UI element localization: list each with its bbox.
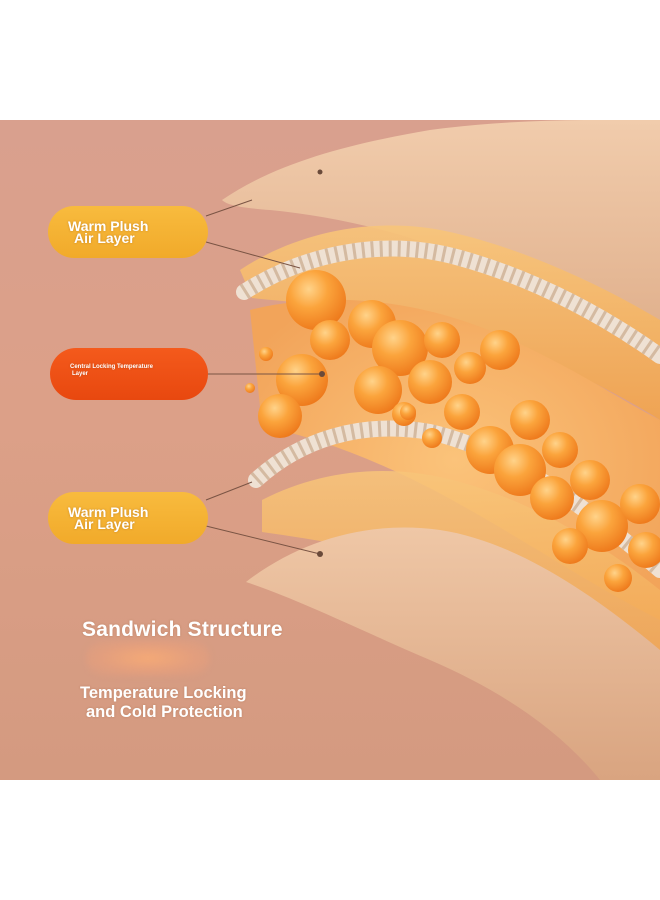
label-line-1: Warm Plush: [68, 504, 149, 520]
subheadline-line-1: Temperature Locking: [80, 684, 247, 702]
subheadline: Temperature Locking and Cold Protection: [80, 684, 247, 722]
heat-beads: [245, 270, 660, 592]
headline: Sandwich Structure: [82, 618, 283, 641]
subheadline-line-2: and Cold Protection: [86, 703, 243, 721]
label-line-2: Air Layer: [74, 516, 135, 532]
label-line-2: Air Layer: [74, 230, 135, 246]
label-line-1: Central Locking Temperature: [70, 364, 153, 370]
label-warm-plush-air-layer-bottom: Warm Plush Air Layer: [48, 492, 208, 544]
product-banner: Warm Plush Air Layer Central Locking Tem…: [0, 120, 660, 780]
label-central-locking-temperature-layer: Central Locking Temperature Layer: [50, 348, 208, 400]
label-line-1: Warm Plush: [68, 218, 149, 234]
sandwich-structure-illustration: [205, 120, 660, 780]
lower-fabric-layer: [246, 527, 660, 780]
label-line-2: Layer: [72, 371, 89, 377]
decorative-glow: [86, 640, 210, 676]
label-warm-plush-air-layer-top: Warm Plush Air Layer: [48, 206, 208, 258]
leader-lines: [205, 199, 322, 555]
leader-dots: [317, 169, 325, 557]
